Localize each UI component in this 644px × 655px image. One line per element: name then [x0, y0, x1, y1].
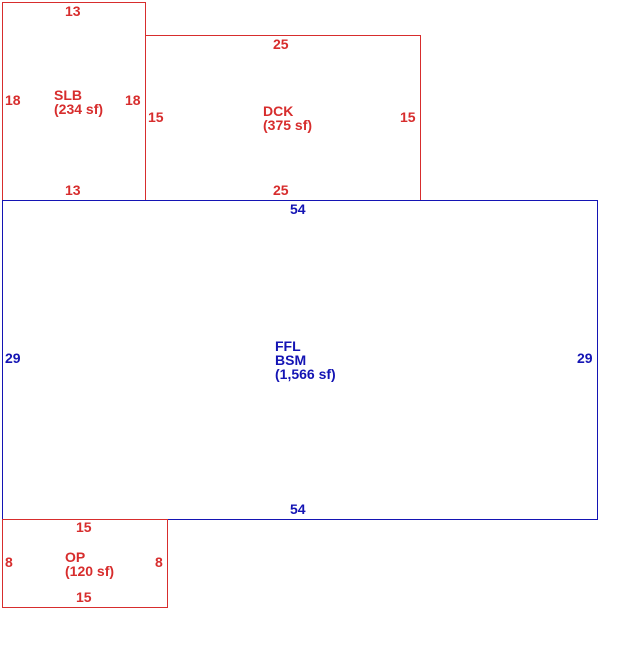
main-label: FFL BSM (1,566 sf) — [275, 339, 336, 381]
dck-top-dimension: 25 — [273, 36, 289, 52]
dck-bottom-dimension: 25 — [273, 182, 289, 198]
op-left-dimension: 8 — [5, 554, 13, 570]
slb-label: SLB (234 sf) — [54, 88, 103, 116]
op-top-dimension: 15 — [76, 519, 92, 535]
op-area-size: (120 sf) — [65, 563, 115, 579]
slb-right-dimension: 18 — [125, 92, 141, 108]
slb-top-dimension: 13 — [65, 3, 81, 19]
main-bottom-dimension: 54 — [290, 501, 306, 517]
main-area-size: (1,566 sf) — [275, 366, 336, 382]
main-right-dimension: 29 — [577, 350, 593, 366]
dck-area-size: (375 sf) — [263, 117, 313, 133]
slb-name: SLB — [54, 87, 82, 103]
main-name-bsm: BSM — [275, 352, 307, 368]
op-label: OP (120 sf) — [65, 550, 114, 578]
op-right-dimension: 8 — [155, 554, 163, 570]
op-area-outline — [2, 519, 168, 608]
op-name: OP — [65, 549, 86, 565]
main-name-ffl: FFL — [275, 338, 301, 354]
dck-label: DCK (375 sf) — [263, 104, 312, 132]
main-left-dimension: 29 — [5, 350, 21, 366]
main-top-dimension: 54 — [290, 201, 306, 217]
dck-right-dimension: 15 — [400, 109, 416, 125]
slb-left-dimension: 18 — [5, 92, 21, 108]
dck-name: DCK — [263, 103, 294, 119]
main-area-outline — [2, 200, 598, 520]
dck-left-dimension: 15 — [148, 109, 164, 125]
op-bottom-dimension: 15 — [76, 589, 92, 605]
slb-bottom-dimension: 13 — [65, 182, 81, 198]
slb-area-size: (234 sf) — [54, 101, 104, 117]
